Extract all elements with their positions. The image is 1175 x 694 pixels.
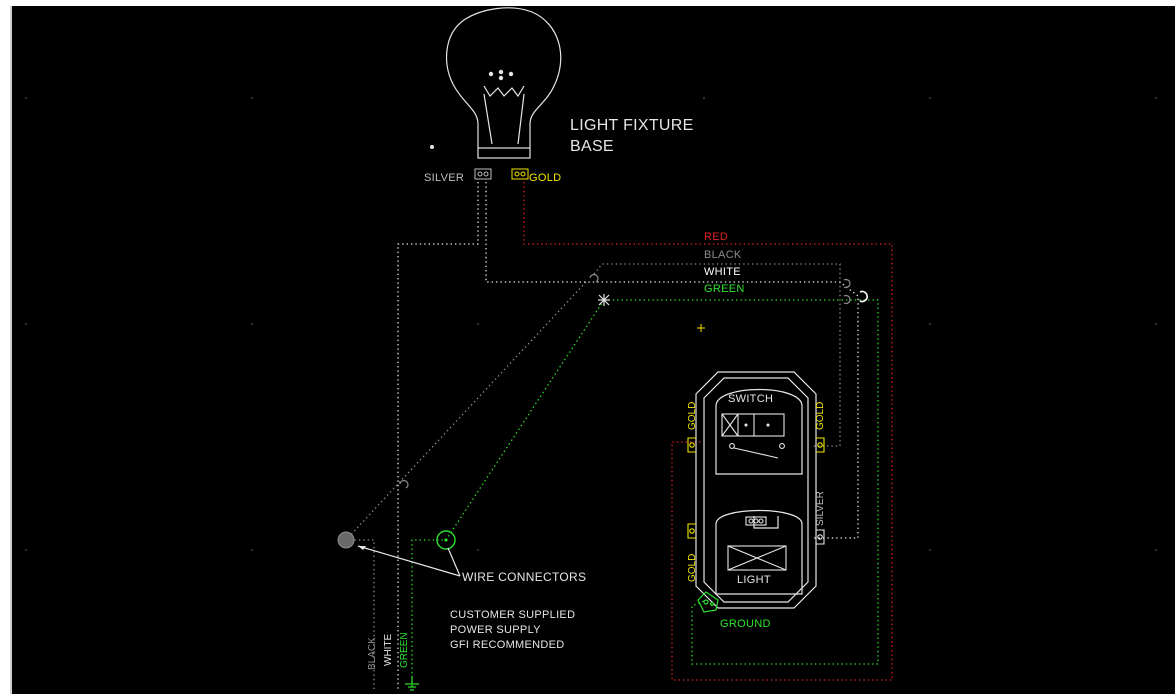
green-wire-connector-icon <box>436 530 456 550</box>
gold-label-right-upper: GOLD <box>815 401 826 430</box>
gold-terminal-top <box>511 168 529 180</box>
gold-terminal-left-lower <box>687 523 696 539</box>
ground-symbol-icon <box>405 676 419 691</box>
combo-device-outline <box>695 371 817 609</box>
legend-white: WHITE <box>704 266 741 278</box>
diagram-canvas: LIGHT FIXTURE BASE SILVER GOLD RED BLACK… <box>10 6 1175 694</box>
green-wire-run <box>604 299 879 665</box>
red-wire <box>523 182 893 681</box>
supply-wire-green-label: GREEN <box>399 632 410 668</box>
green-wire-supply <box>411 299 605 690</box>
gold-label-left-upper: GOLD <box>687 401 698 430</box>
gold-terminal-left-upper <box>687 437 696 453</box>
switch-label: SWITCH <box>728 393 774 405</box>
splice-asterisk-icon <box>598 294 610 306</box>
light-bulb-icon <box>430 7 562 159</box>
ground-label: GROUND <box>720 618 771 630</box>
legend-red: RED <box>704 231 729 243</box>
gray-wire-connector-icon <box>337 531 355 549</box>
white-wire-run <box>485 182 859 539</box>
legend-black: BLACK <box>704 249 742 261</box>
supply-note-line1: CUSTOMER SUPPLIED <box>450 609 576 621</box>
white-connector-icon <box>859 290 868 303</box>
supply-wire-white-label: WHITE <box>383 633 394 666</box>
black-wire-top <box>593 263 841 447</box>
supply-note-line2: POWER SUPPLY <box>450 624 541 636</box>
white-wire-fixture <box>397 182 479 690</box>
legend-green: GREEN <box>704 283 745 295</box>
gold-terminal-label: GOLD <box>529 172 562 184</box>
light-label: LIGHT <box>737 574 771 586</box>
wire-connectors-label: WIRE CONNECTORS <box>462 570 587 584</box>
silver-terminal-top <box>474 168 492 180</box>
grid-dots <box>25 97 1157 551</box>
silver-terminal-label: SILVER <box>424 172 465 184</box>
silver-terminal-right-lower <box>816 529 825 545</box>
gold-label-left-lower: GOLD <box>687 553 698 582</box>
silver-label-right-lower: SILVER <box>815 491 826 526</box>
connector-leader-arrow-a <box>357 545 461 577</box>
supply-wire-black-label: BLACK <box>367 637 378 670</box>
ground-screw-icon <box>697 591 719 613</box>
fixture-title-line1: LIGHT FIXTURE <box>570 117 694 134</box>
switch-toggle-icon <box>721 413 785 459</box>
connector-mark-icon <box>399 274 851 489</box>
light-socket-icon <box>727 516 787 571</box>
gold-terminal-right-upper <box>816 437 825 453</box>
connector-leader-arrow-b <box>447 547 461 577</box>
wiring-diagram <box>25 7 1157 691</box>
supply-note-line3: GFI RECOMMENDED <box>450 639 565 651</box>
plus-marker-icon <box>697 324 705 332</box>
fixture-title-line2: BASE <box>570 138 614 155</box>
